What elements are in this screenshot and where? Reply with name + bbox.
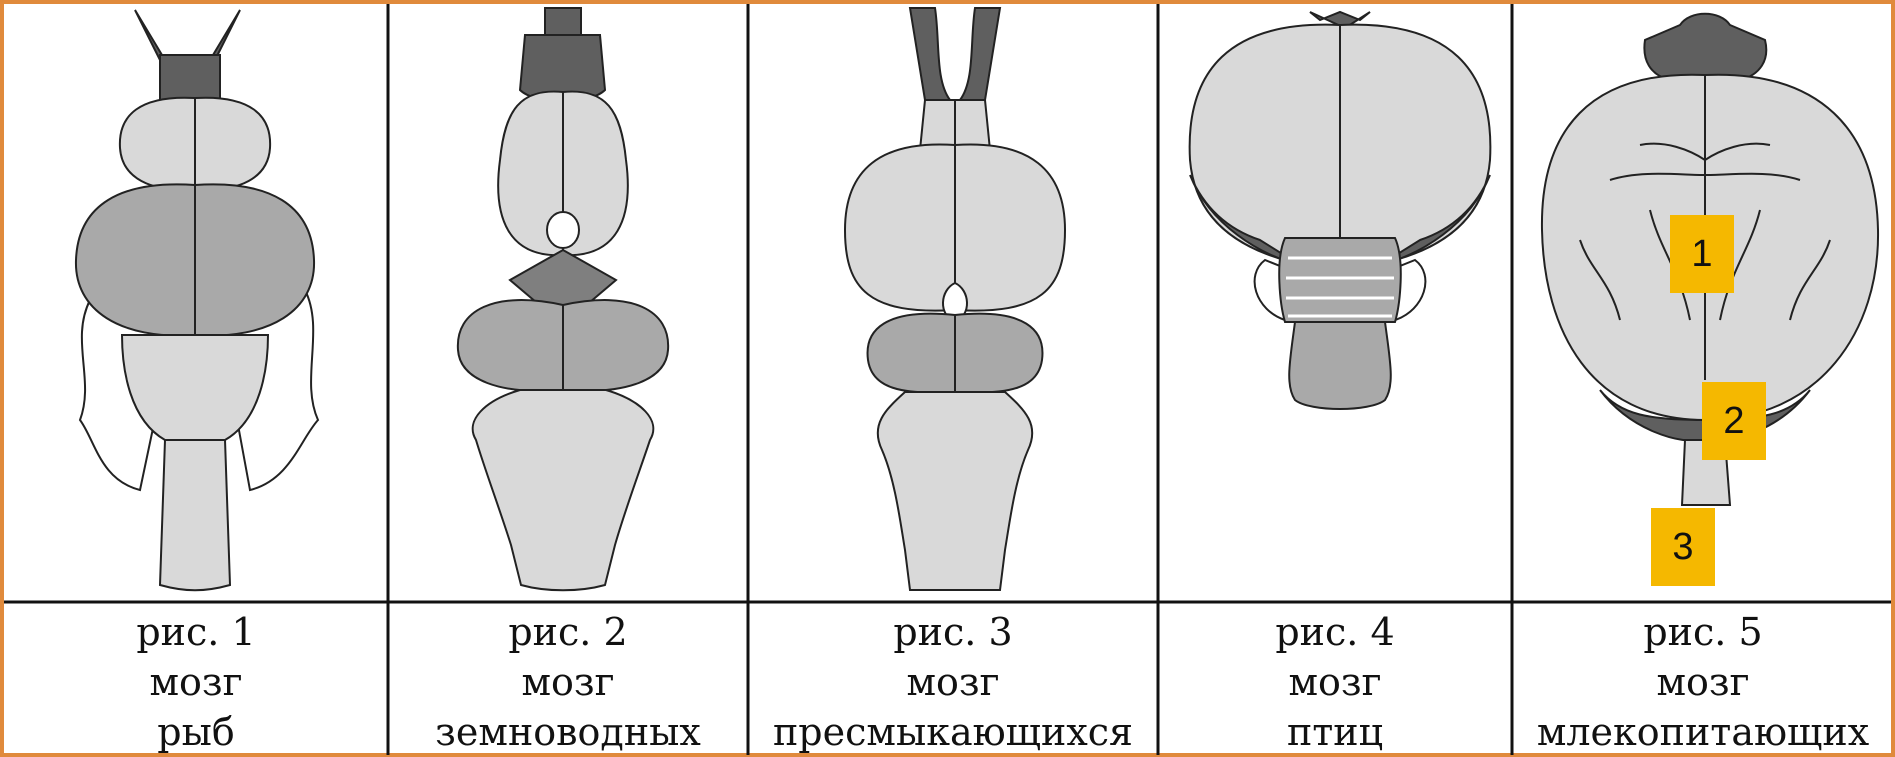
caption-4-fig: рис. 4 [1275, 610, 1394, 654]
caption-1-fig: рис. 1 [136, 610, 255, 654]
caption-1-word: мозг [149, 660, 242, 704]
caption-1-animal: рыб [157, 710, 234, 754]
caption-2-word: мозг [521, 660, 614, 704]
marker-3: 3 [1651, 508, 1715, 586]
caption-2-animal: земноводных [435, 710, 701, 754]
caption-2-fig: рис. 2 [508, 610, 627, 654]
caption-3-animal: пресмыкающихся [773, 710, 1133, 754]
bird-medulla [1289, 322, 1391, 409]
caption-4-animal: птиц [1287, 710, 1383, 754]
svg-text:1: 1 [1691, 233, 1712, 275]
caption-4-word: мозг [1288, 660, 1381, 704]
caption-5-word: мозг [1656, 660, 1749, 704]
marker-2: 2 [1702, 382, 1766, 460]
bird-cerebellum [1279, 238, 1401, 322]
amphibian-epiphysis [547, 212, 579, 248]
caption-5-animal: млекопитающих [1537, 710, 1869, 754]
svg-text:2: 2 [1723, 400, 1744, 442]
caption-5-fig: рис. 5 [1643, 610, 1762, 654]
fish-medulla [160, 440, 230, 590]
caption-3-word: мозг [906, 660, 999, 704]
marker-1: 1 [1670, 215, 1734, 293]
caption-3-fig: рис. 3 [893, 610, 1012, 654]
svg-text:3: 3 [1672, 526, 1693, 568]
caption-4: рис. 4 мозг птиц [1275, 610, 1394, 754]
fish-olfactory-bulbs [160, 55, 220, 100]
